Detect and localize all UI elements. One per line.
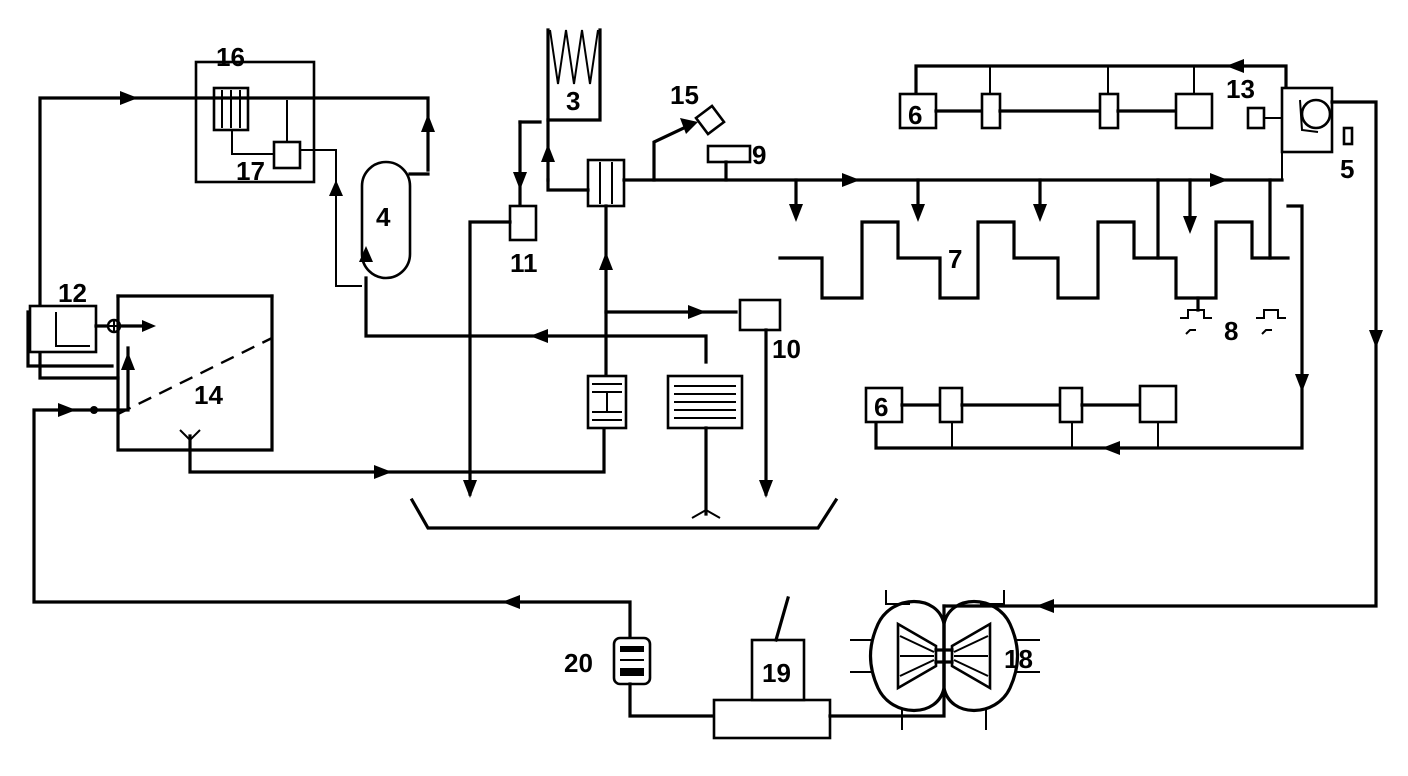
component-16-unit (194, 60, 316, 184)
bottom-machine-line (864, 204, 1309, 455)
label-13: 13 (1226, 74, 1255, 104)
component-10-box (738, 298, 782, 498)
label-9: 9 (752, 140, 766, 170)
component-9-sensor (706, 144, 752, 182)
label-4: 4 (376, 202, 391, 232)
label-19: 19 (762, 658, 791, 688)
label-14: 14 (194, 380, 223, 410)
component-11-box (463, 120, 542, 498)
label-10: 10 (772, 334, 801, 364)
component-filter-2 (666, 374, 744, 519)
component-19-unit (712, 596, 946, 740)
main-steam-line (622, 173, 1284, 187)
component-turbine-center (541, 144, 738, 380)
label-15: 15 (670, 80, 699, 110)
component-8-valves (1180, 309, 1286, 335)
label-3: 3 (566, 86, 580, 116)
label-8: 8 (1224, 316, 1238, 346)
label-16: 16 (216, 42, 245, 72)
component-7-pipework (778, 178, 1290, 312)
label-5: 5 (1340, 154, 1354, 184)
label-12: 12 (58, 278, 87, 308)
top-machine-line (898, 59, 1288, 130)
label-20: 20 (564, 648, 593, 678)
top-return-line (38, 91, 435, 380)
component-13-5-unit (942, 86, 1383, 613)
label-7: 7 (948, 244, 962, 274)
component-filter-1 (586, 374, 628, 430)
label-18: 18 (1004, 644, 1033, 674)
label-6-top: 6 (908, 100, 922, 130)
component-17-box (231, 100, 362, 287)
label-6-bottom: 6 (874, 392, 888, 422)
component-14-tank (32, 294, 632, 654)
label-17: 17 (236, 156, 265, 186)
component-12-unit (26, 304, 156, 368)
label-11: 11 (510, 248, 538, 278)
component-15-gauge (652, 104, 726, 182)
component-basin (409, 497, 839, 530)
component-20-unit (612, 636, 716, 718)
component-18-turbine (850, 590, 1040, 730)
component-4-separator (329, 160, 708, 364)
